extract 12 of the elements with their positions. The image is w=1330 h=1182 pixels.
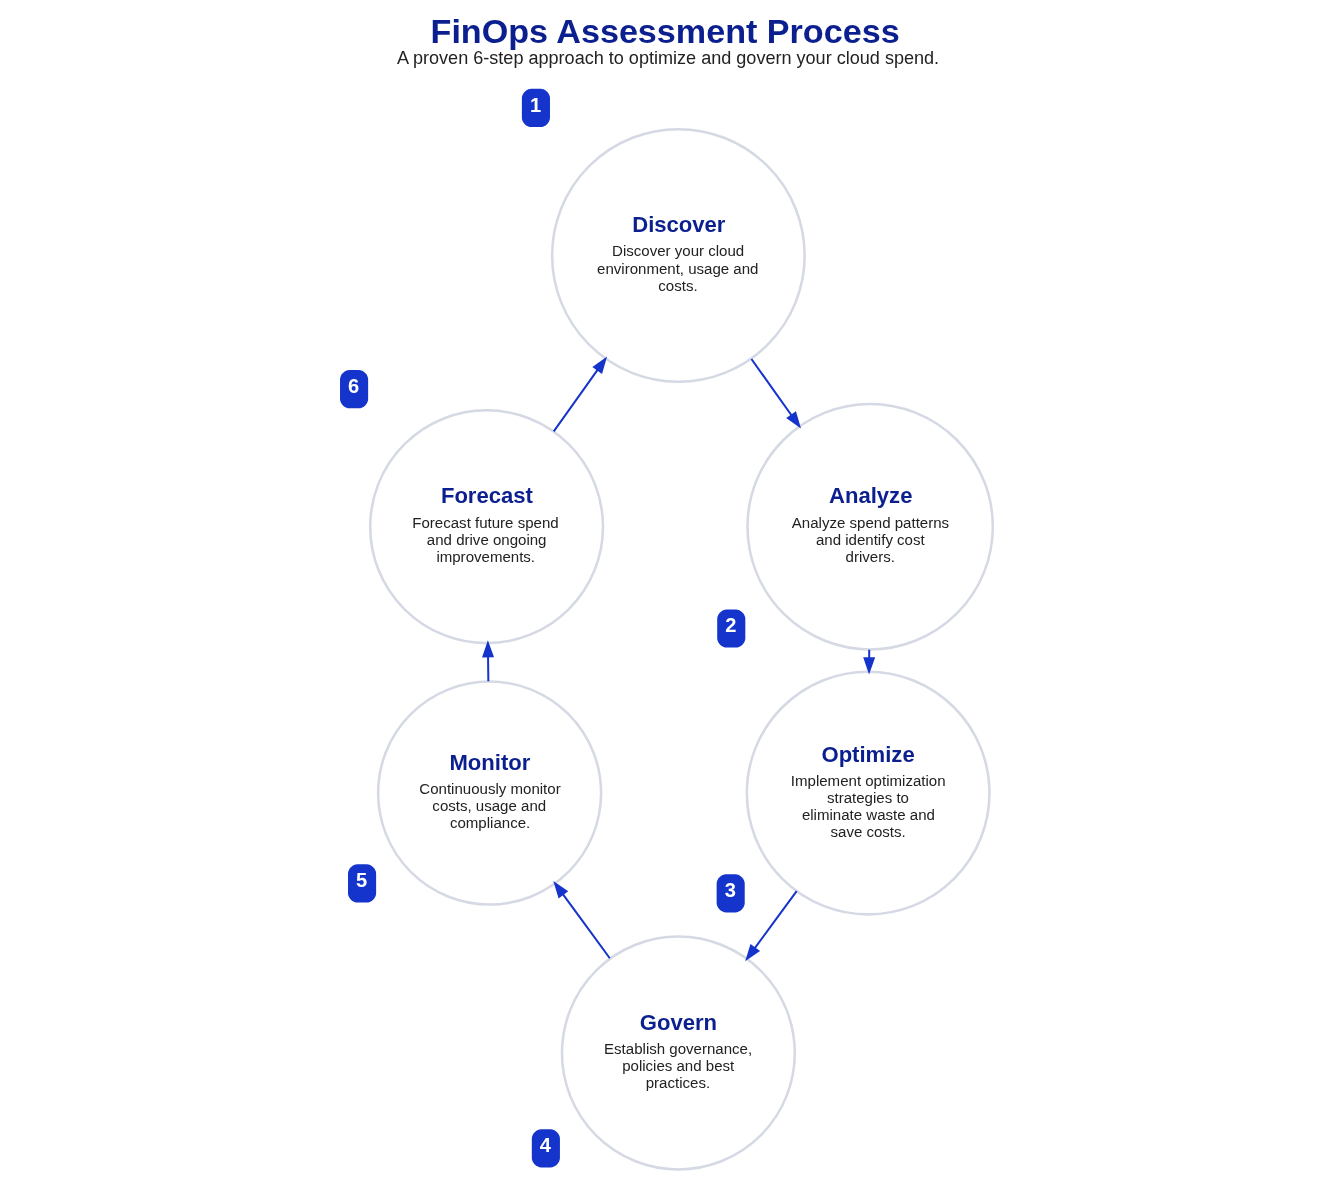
diagram-title: FinOps Assessment Process	[430, 11, 900, 50]
arrow	[552, 356, 607, 432]
node-label: 2	[724, 614, 736, 637]
node-label: 1	[529, 93, 541, 116]
node-label: 5	[355, 869, 367, 892]
arrow	[481, 640, 494, 682]
arrow	[750, 358, 801, 429]
node-label: 3	[724, 879, 736, 902]
node-label: 6	[347, 375, 359, 398]
arrow	[744, 890, 797, 962]
node-label: 4	[539, 1134, 551, 1157]
arrow	[552, 881, 611, 959]
